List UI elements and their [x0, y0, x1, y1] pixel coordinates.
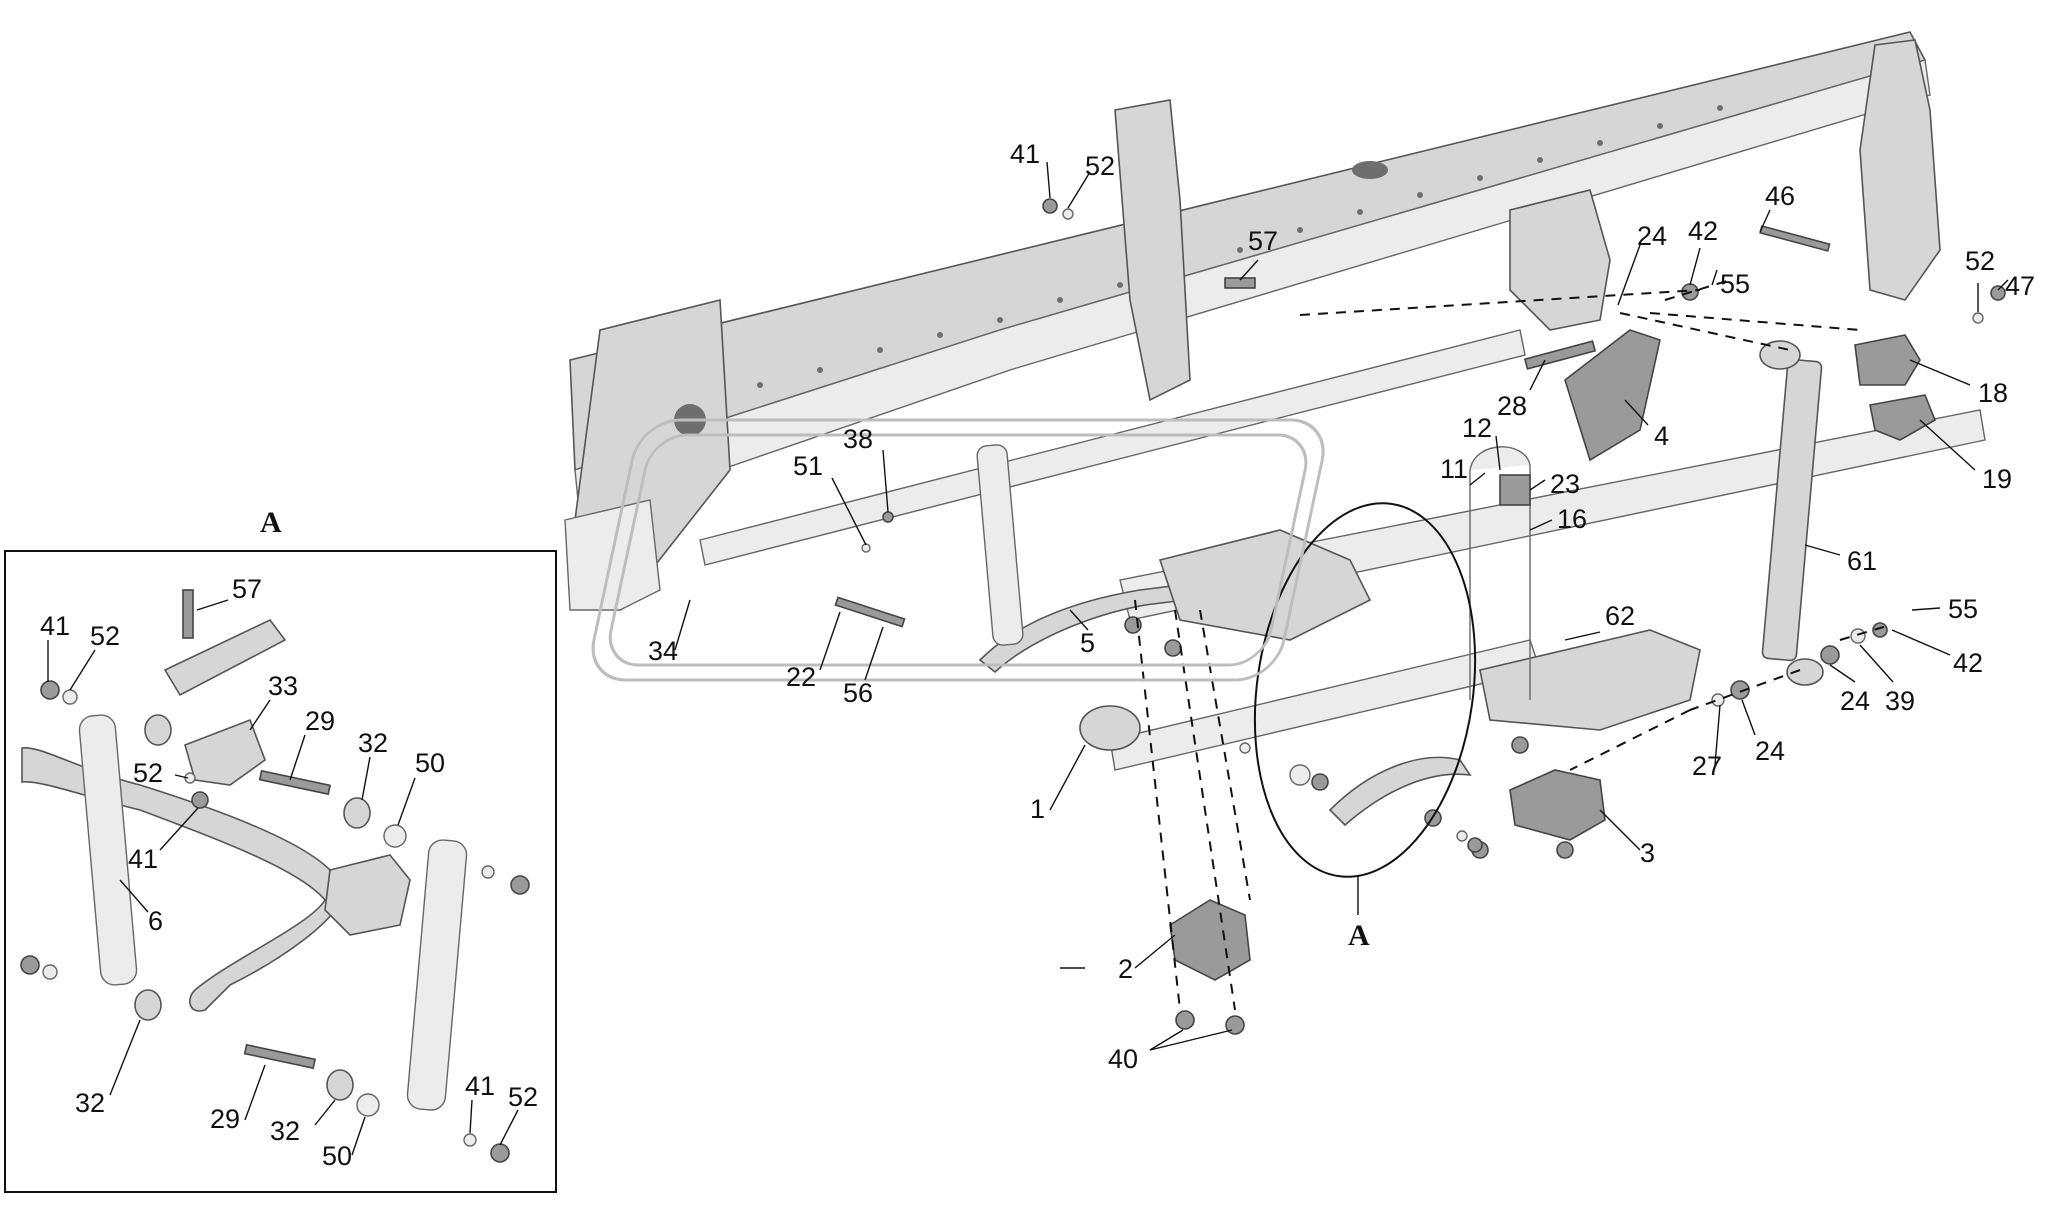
- detail-label-41-a: 41: [40, 611, 70, 641]
- detail-label-57: 57: [232, 574, 262, 604]
- detail-label-41-b: 41: [128, 844, 158, 874]
- label-46: 46: [1765, 181, 1795, 211]
- label-57-main: 57: [1248, 226, 1278, 256]
- main-part-labels: 41 52 57 24 42 55 46 52 47 18 19 28 4 12…: [648, 139, 2035, 1074]
- detail-pin-29-top: [258, 769, 332, 796]
- bolt-46: [1759, 225, 1831, 252]
- detail-label-29-a: 29: [305, 706, 335, 736]
- label-1: 1: [1030, 794, 1045, 824]
- anti-roll-bar-main: [1328, 756, 1472, 827]
- middle-hanger: [1114, 99, 1191, 402]
- pad-18: [1854, 334, 1921, 386]
- label-24-main-b: 24: [1840, 686, 1870, 716]
- label-5: 5: [1080, 628, 1095, 658]
- main-assembly: A: [564, 31, 2006, 1035]
- axle-housing: [1158, 529, 1372, 641]
- label-40: 40: [1108, 1044, 1138, 1074]
- detail-label-50-a: 50: [415, 748, 445, 778]
- detail-label-29-b: 29: [210, 1104, 240, 1134]
- shock-absorber: [1759, 340, 1824, 686]
- leaf-spring-upper: [699, 329, 1526, 566]
- detail-label-6: 6: [148, 906, 163, 936]
- bolt-28: [1523, 340, 1597, 370]
- label-4: 4: [1654, 421, 1669, 451]
- detail-leaders: [47, 599, 519, 1156]
- detail-label-41-c: 41: [465, 1071, 495, 1101]
- detail-bushing-32-bottom: [326, 1069, 354, 1101]
- frame-rail-holes: [697, 105, 1723, 403]
- detail-label-52-b: 52: [133, 758, 163, 788]
- label-52-main-b: 52: [1965, 246, 1995, 276]
- label-52-main-a: 52: [1085, 151, 1115, 181]
- label-62: 62: [1605, 601, 1635, 631]
- u-bolt: [1469, 446, 1531, 700]
- detail-label-50-b: 50: [322, 1141, 352, 1171]
- label-61: 61: [1847, 546, 1877, 576]
- detail-bushing-32-top: [343, 797, 371, 829]
- label-47: 47: [2005, 271, 2035, 301]
- detail-plate: [163, 618, 287, 697]
- label-51: 51: [793, 451, 823, 481]
- rear-hanger-upper: [1859, 39, 1941, 301]
- label-23: 23: [1550, 469, 1580, 499]
- shackle-4: [1564, 329, 1661, 462]
- detail-clamp: [324, 854, 411, 936]
- label-2: 2: [1118, 954, 1133, 984]
- detail-link-right: [406, 839, 468, 1111]
- detail-washer-50-bottom: [356, 1093, 380, 1117]
- label-42-main-a: 42: [1688, 216, 1718, 246]
- label-42-main-b: 42: [1953, 648, 1983, 678]
- detail-label-33: 33: [268, 671, 298, 701]
- detail-label-32-c: 32: [270, 1116, 300, 1146]
- label-55-main-a: 55: [1720, 269, 1750, 299]
- pad-19: [1869, 394, 1937, 441]
- label-24-main-c: 24: [1755, 736, 1785, 766]
- label-55-main-b: 55: [1948, 594, 1978, 624]
- small-fasteners-main: [861, 198, 2006, 1035]
- detail-label-52-c: 52: [508, 1082, 538, 1112]
- label-28: 28: [1497, 391, 1527, 421]
- detail-view-a: A: [4, 506, 557, 1193]
- main-leaders: [674, 161, 2009, 1051]
- label-41-main: 41: [1010, 139, 1040, 169]
- detail-view-title: A: [260, 506, 282, 539]
- spring-eye: [1079, 705, 1141, 751]
- label-11: 11: [1440, 454, 1468, 484]
- detail-bolt-57: [182, 589, 194, 639]
- detail-label-32-a: 32: [358, 728, 388, 758]
- rear-hanger-lower: [1509, 189, 1611, 331]
- detail-label-52-a: 52: [90, 621, 120, 651]
- detail-anti-roll-bar: [21, 747, 346, 1012]
- label-34: 34: [648, 636, 678, 666]
- label-19: 19: [1982, 464, 2012, 494]
- axle-beam: [1479, 629, 1701, 731]
- detail-washer-50-top: [383, 824, 407, 848]
- label-27: 27: [1692, 751, 1722, 781]
- label-16: 16: [1557, 504, 1587, 534]
- link-5: [976, 444, 1024, 646]
- label-22: 22: [786, 662, 816, 692]
- watermark: [591, 418, 1325, 682]
- pin-22: [834, 596, 906, 628]
- label-56: 56: [843, 678, 873, 708]
- label-18: 18: [1978, 378, 2008, 408]
- detail-link-6-left: [78, 714, 138, 986]
- bracket-2: [1169, 899, 1251, 981]
- detail-bushing-32-left: [134, 989, 162, 1021]
- label-12: 12: [1462, 413, 1492, 443]
- main-callout-a: A: [1348, 919, 1370, 952]
- detail-label-32-b: 32: [75, 1088, 105, 1118]
- bracket-3: [1509, 769, 1606, 841]
- label-39: 39: [1885, 686, 1915, 716]
- bump-stop-23: [1499, 474, 1531, 506]
- label-24-main-a: 24: [1637, 221, 1667, 251]
- assembly-dash-lines: [1134, 279, 1891, 1011]
- label-38: 38: [843, 424, 873, 454]
- detail-bushing-top-left: [144, 714, 172, 746]
- detail-pin-29-bottom: [243, 1043, 317, 1070]
- label-3: 3: [1640, 838, 1655, 868]
- bolt-57-main: [1224, 277, 1256, 289]
